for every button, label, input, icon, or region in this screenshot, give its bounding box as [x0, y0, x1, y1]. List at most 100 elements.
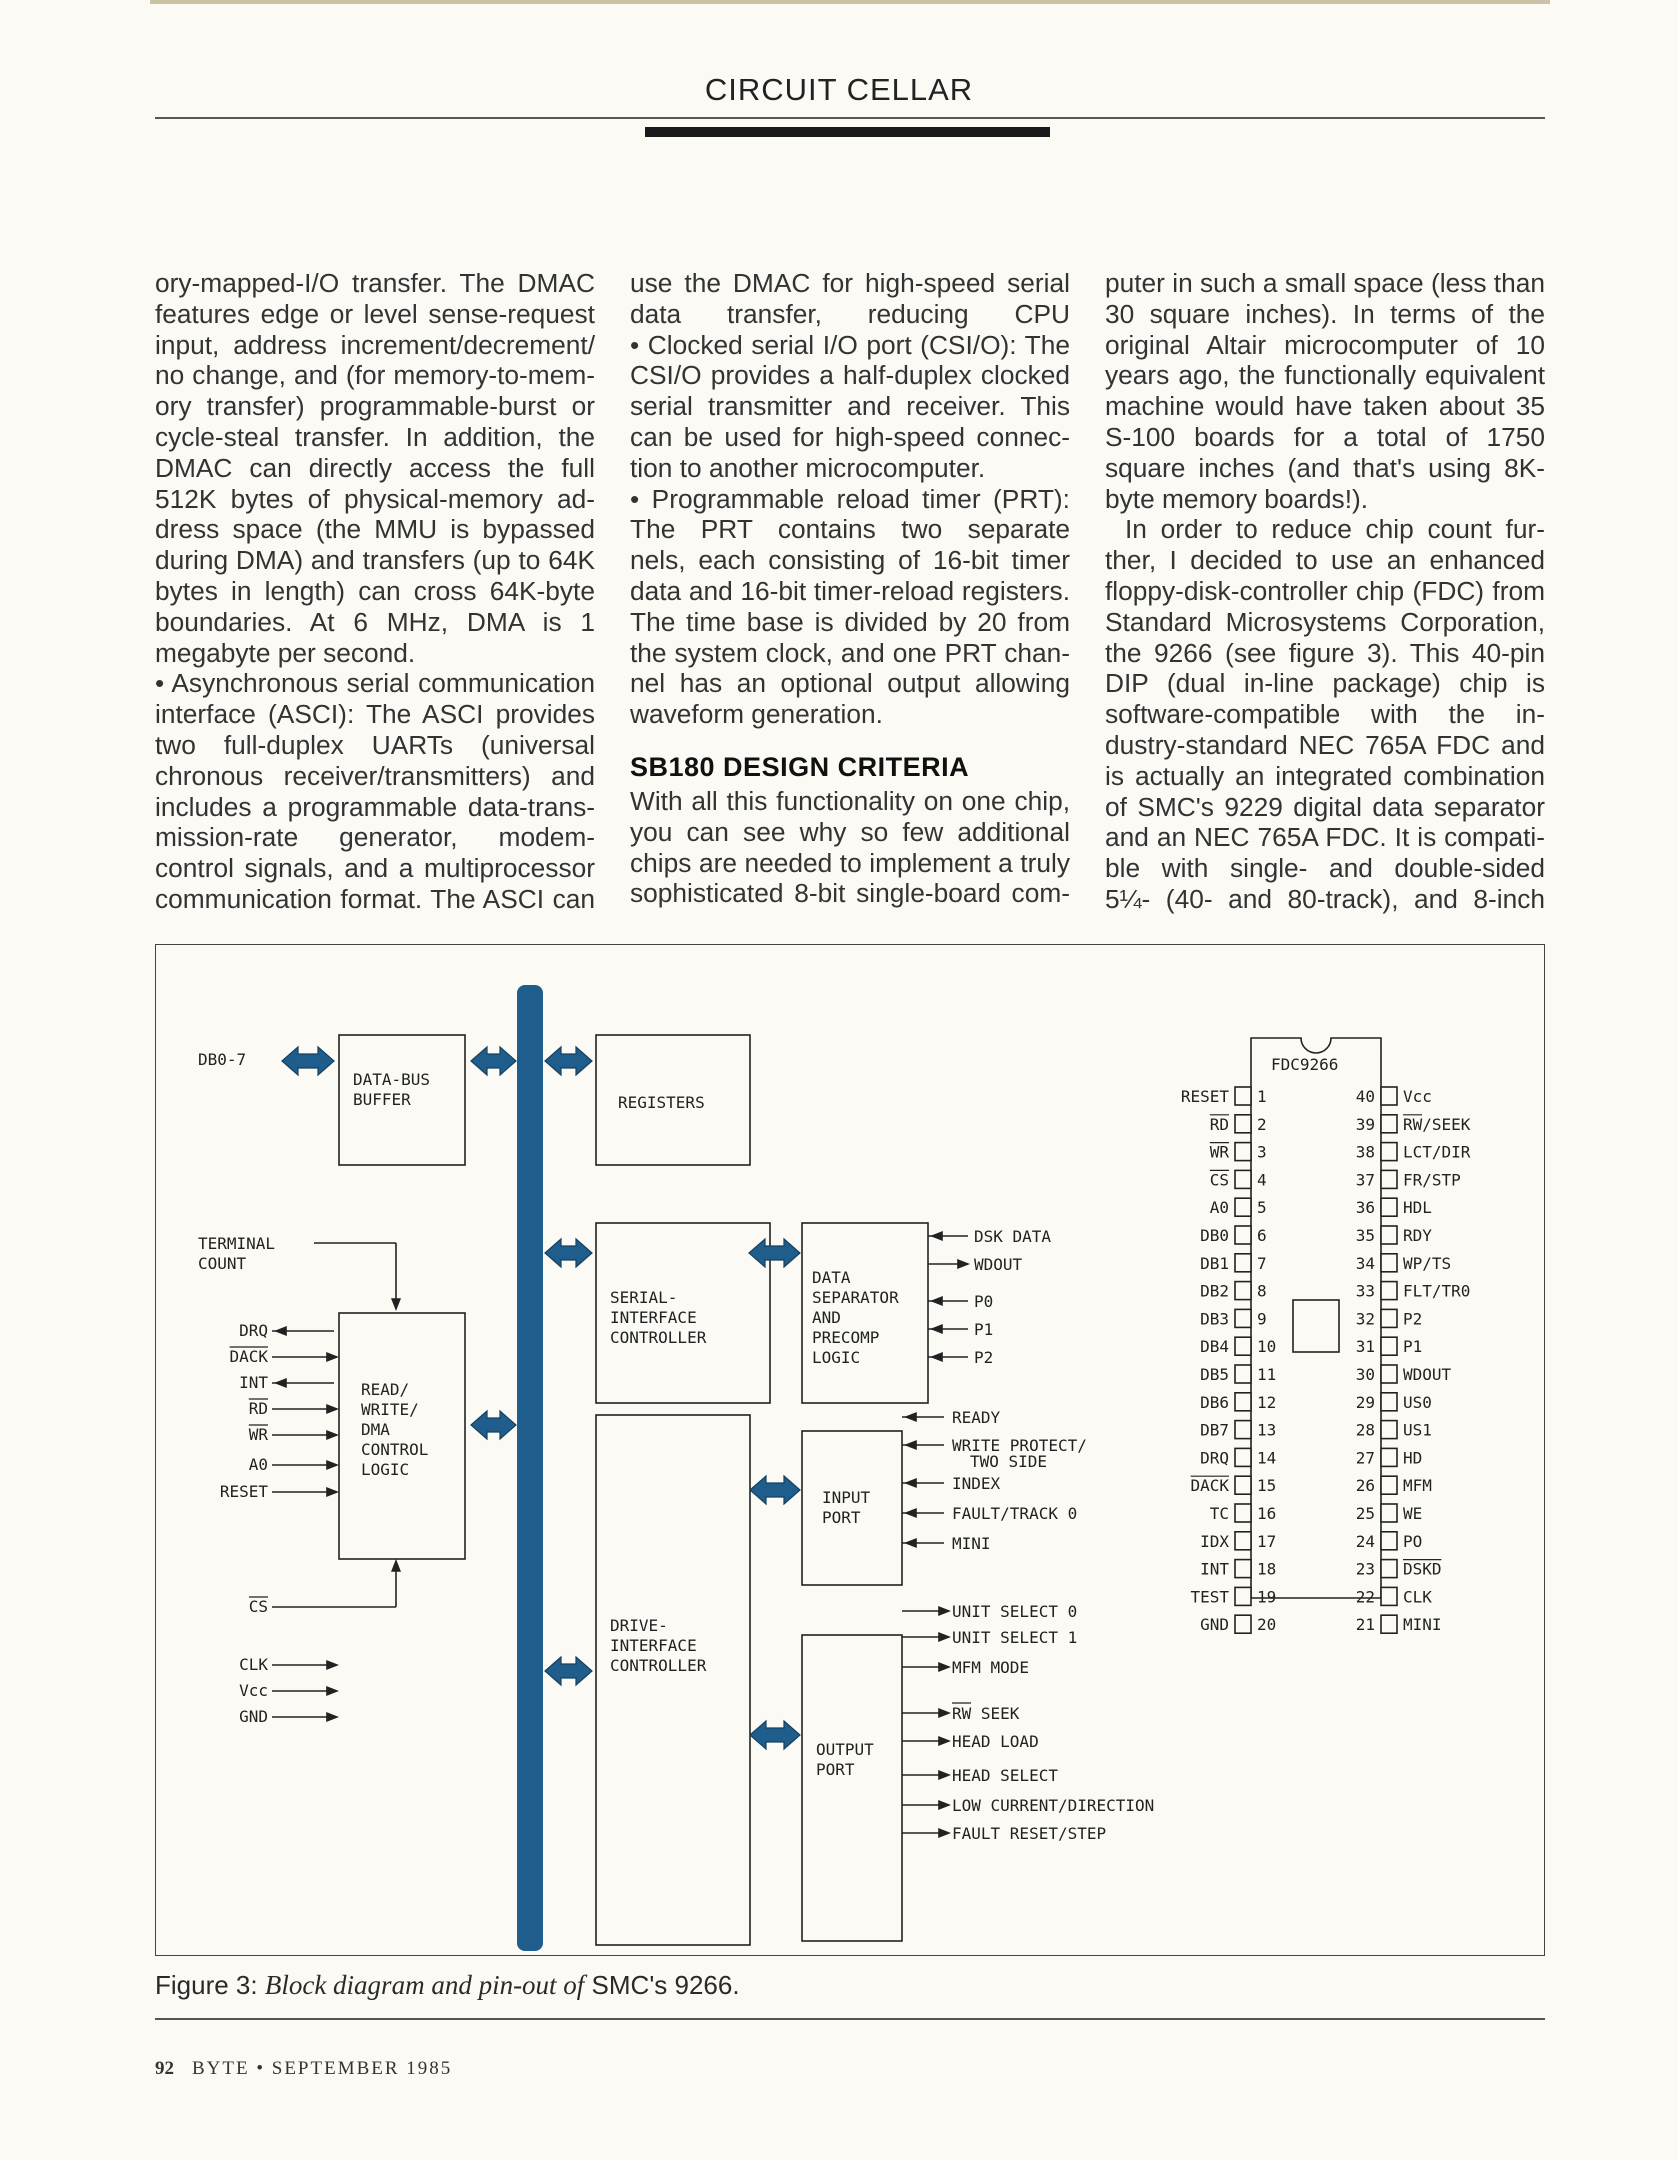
pin-name: P1	[1403, 1337, 1422, 1356]
pin-number: 8	[1257, 1282, 1267, 1301]
pin	[1380, 1225, 1398, 1245]
serial-interface-block-label: CONTROLLER	[610, 1328, 707, 1347]
top-rule	[150, 0, 1550, 4]
pin-name: DB0	[1200, 1226, 1229, 1245]
arrowhead	[274, 1326, 287, 1336]
text-line: interface (ASCI): The ASCI provides	[155, 699, 595, 730]
text-line: can be used for high-speed connec-	[630, 421, 1070, 452]
text-line: no change, and (for memory-to-mem-	[155, 360, 595, 391]
text-line: DMAC can directly access the full	[155, 452, 595, 483]
pin	[1234, 1336, 1252, 1357]
pin-name: DB3	[1200, 1309, 1229, 1328]
arrowhead	[957, 1259, 970, 1269]
caption-tail: SMC's 9266.	[591, 1970, 740, 2000]
signal-wr-label: WR	[249, 1425, 269, 1444]
pin-name: Vcc	[1403, 1087, 1432, 1106]
dma-bus-arrow	[470, 1409, 517, 1441]
pin-name: FLT/TR0	[1403, 1282, 1470, 1301]
registers-block-label: REGISTERS	[618, 1093, 705, 1112]
arrowhead	[938, 1662, 951, 1672]
text-line: use the DMAC for high-speed serial	[630, 268, 1070, 298]
pin-number: 3	[1257, 1143, 1267, 1162]
pin-number: 15	[1257, 1476, 1276, 1495]
pin-name: MFM	[1403, 1476, 1432, 1495]
pin	[1380, 1614, 1398, 1635]
figure-caption: Figure 3: Block diagram and pin-out of S…	[155, 1970, 740, 2001]
text-line: DIP (dual in-line package) chip is	[1105, 668, 1545, 699]
pin-name: DRQ	[1200, 1448, 1229, 1467]
text-line: ory-mapped-I/O transfer. The DMAC	[155, 268, 595, 298]
terminal-count-label: COUNT	[198, 1254, 247, 1273]
arrowhead	[938, 1606, 951, 1616]
text-line: • Programmable reload timer (PRT):	[630, 483, 1070, 514]
text-line: serial transmitter and receiver. This	[630, 391, 1070, 422]
separator-signal-label: P0	[974, 1292, 993, 1311]
text-line: boundaries. At 6 MHz, DMA is 1	[155, 606, 595, 637]
data-bus-buffer-block-label: DATA-BUS	[353, 1070, 430, 1089]
separator-signal-label: WDOUT	[974, 1255, 1023, 1274]
text-line: ory transfer) programmable-burst or	[155, 391, 595, 422]
pin-number: 28	[1356, 1421, 1375, 1440]
arrowhead	[326, 1712, 339, 1722]
pin-number: 12	[1257, 1393, 1276, 1412]
pin	[1380, 1475, 1398, 1496]
pin-number: 17	[1257, 1532, 1276, 1551]
text-line: the system clock, and one PRT chan-	[630, 637, 1070, 668]
signal-gnd-label: GND	[239, 1707, 268, 1726]
output-port-block-label: OUTPUT	[816, 1740, 874, 1759]
input-signal-label: FAULT/TRACK 0	[952, 1504, 1077, 1523]
text-line: puter in such a small space (less than	[1105, 268, 1545, 298]
text-line: chronous receiver/transmitters) and	[155, 760, 595, 791]
pin	[1234, 1419, 1252, 1440]
pin-number: 13	[1257, 1421, 1276, 1440]
pin	[1380, 1308, 1398, 1329]
text-line: communication format. The ASCI can	[155, 883, 595, 914]
serial-bus-arrow	[544, 1237, 593, 1269]
output-signal-label: LOW CURRENT/DIRECTION	[952, 1796, 1154, 1815]
pin-name: FR/STP	[1403, 1170, 1461, 1189]
pin-name: CS	[1210, 1170, 1229, 1189]
arrowhead	[326, 1487, 339, 1497]
arrowhead	[904, 1508, 917, 1518]
pin-name: WP/TS	[1403, 1254, 1451, 1273]
separator-signal-label: DSK DATA	[974, 1227, 1051, 1246]
text-line: control signals, and a multiprocessor	[155, 853, 595, 884]
pin	[1234, 1225, 1252, 1245]
arrowhead	[326, 1460, 339, 1470]
pin	[1380, 1252, 1398, 1273]
pin	[1380, 1364, 1398, 1384]
text-line: ble with single- and double-sided 3½-,	[1105, 853, 1545, 884]
pin-number: 24	[1356, 1532, 1375, 1551]
pin-number: 35	[1356, 1226, 1375, 1245]
input-signal-label: READY	[952, 1408, 1001, 1427]
pin	[1234, 1308, 1252, 1329]
pin-number: 9	[1257, 1309, 1267, 1328]
pin-name: US0	[1403, 1393, 1432, 1412]
arrowhead	[938, 1632, 951, 1642]
text-line: nels, each consisting of 16-bit timer	[630, 545, 1070, 576]
arrowhead	[930, 1231, 943, 1241]
pin-name: DACK	[1190, 1476, 1229, 1495]
pin-name: DB5	[1200, 1365, 1229, 1384]
text-line: In order to reduce chip count fur-	[1125, 514, 1545, 545]
pin	[1234, 1447, 1252, 1468]
pin-number: 4	[1257, 1170, 1267, 1189]
arrowhead	[904, 1538, 917, 1548]
section-heading: SB180 DESIGN CRITERIA	[630, 751, 970, 782]
text-line: floppy-disk-controller chip (FDC) from	[1105, 575, 1545, 606]
pin-number: 11	[1257, 1365, 1276, 1384]
text-line: data and 16-bit timer-reload registers.	[630, 575, 1070, 606]
arrowhead	[938, 1736, 951, 1746]
text-line: dress space (the MMU is bypassed	[155, 514, 595, 545]
input-signal-label: MINI	[952, 1534, 991, 1553]
pin-name: CLK	[1403, 1587, 1432, 1606]
pin-number: 26	[1356, 1476, 1375, 1495]
serial-interface-block-label: SERIAL-	[610, 1288, 677, 1307]
separator-signal-label: P2	[974, 1348, 993, 1367]
drive-bus-arrow	[544, 1655, 593, 1687]
pin	[1380, 1169, 1398, 1190]
signal-rd-label: RD	[249, 1399, 268, 1418]
pin	[1234, 1114, 1252, 1134]
arrowhead	[904, 1412, 917, 1422]
pin-number: 34	[1356, 1254, 1375, 1273]
